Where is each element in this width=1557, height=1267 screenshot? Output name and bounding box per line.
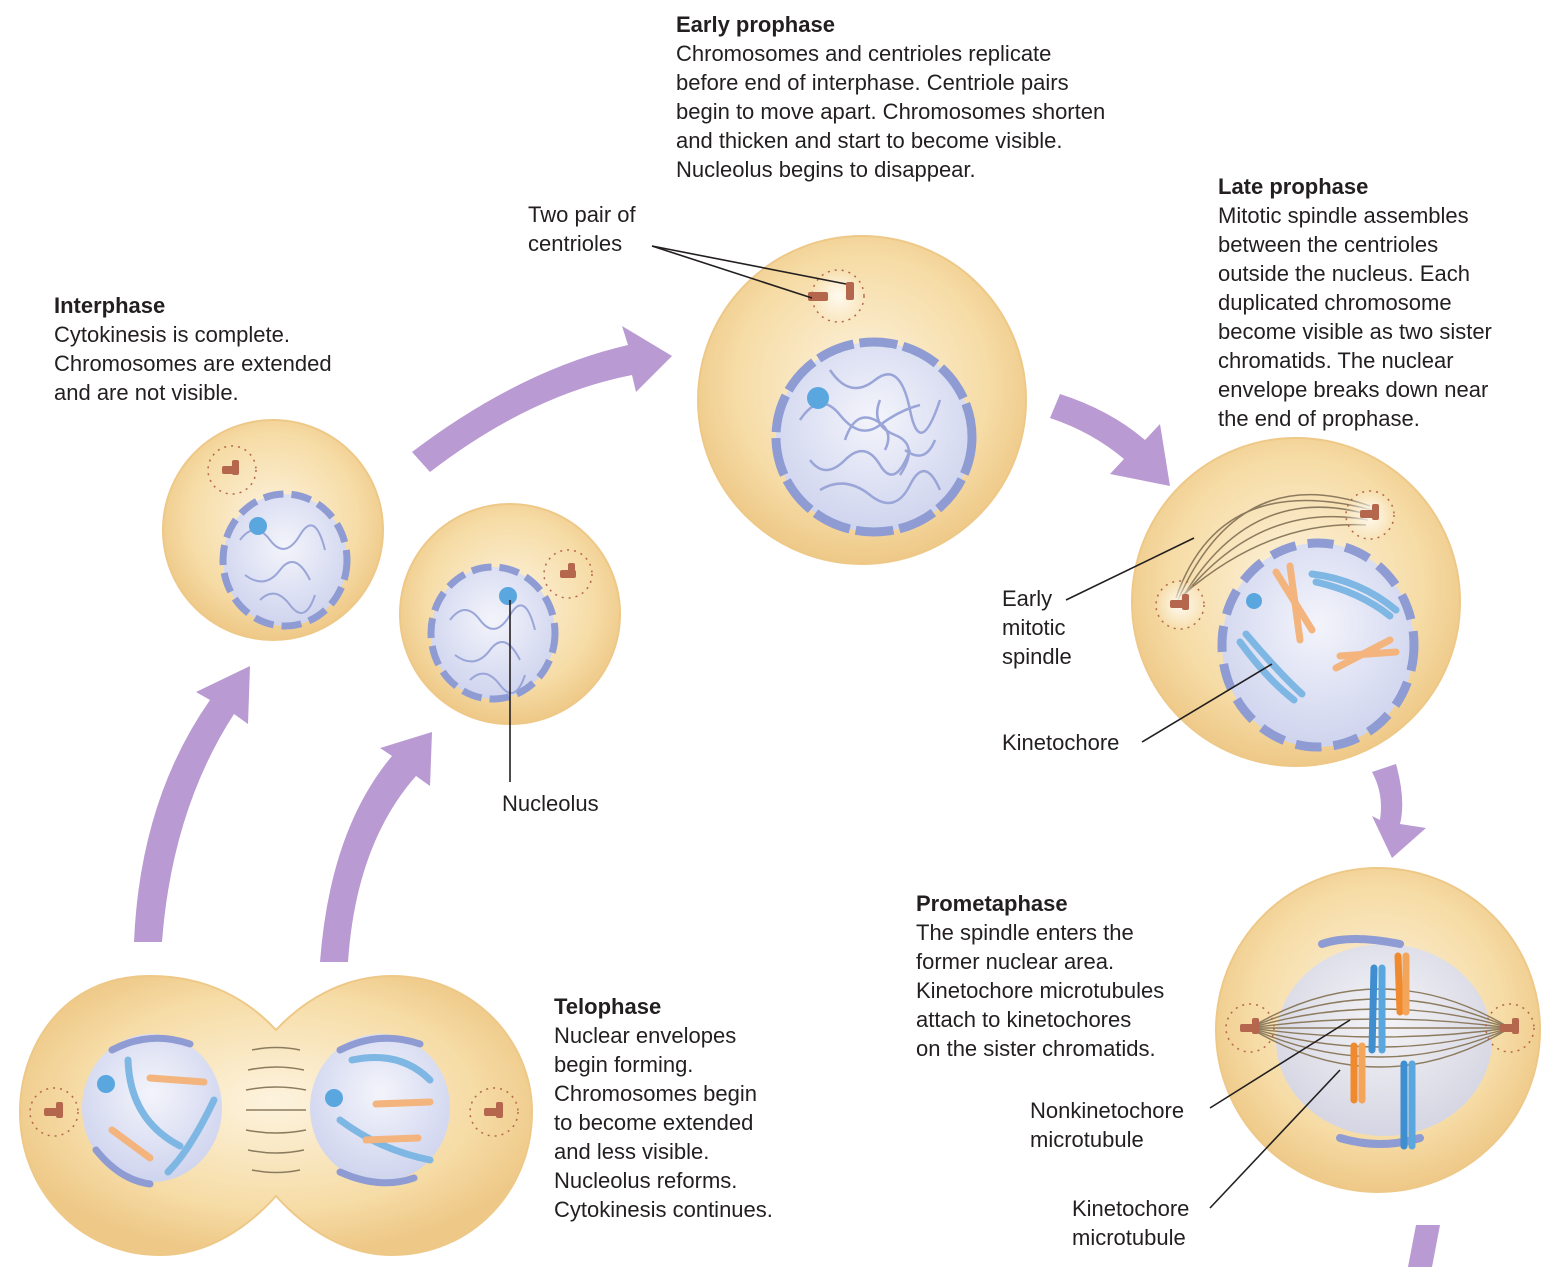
arrow-early-to-late-prophase (1050, 394, 1170, 486)
arrow-interphase-to-early-prophase (412, 326, 672, 472)
label-kinetochore: Kinetochore (1002, 728, 1119, 757)
late-prophase-line: become visible as two sister (1218, 317, 1492, 346)
telophase-cell (20, 976, 532, 1255)
early-prophase-title: Early prophase (676, 10, 1105, 39)
early-prophase-text: Early prophase Chromosomes and centriole… (676, 10, 1105, 184)
prometaphase-cell (1216, 868, 1540, 1192)
label-kinetochore-mt-line: microtubule (1072, 1223, 1189, 1252)
early-prophase-line: before end of interphase. Centriole pair… (676, 68, 1105, 97)
late-prophase-text: Late prophase Mitotic spindle assembles … (1218, 172, 1492, 433)
label-nucleolus: Nucleolus (502, 789, 599, 818)
label-centrioles-line: centrioles (528, 229, 636, 258)
late-prophase-line: the end of prophase. (1218, 404, 1492, 433)
telophase-line: Cytokinesis continues. (554, 1195, 773, 1224)
prometaphase-line: The spindle enters the (916, 918, 1164, 947)
prometaphase-text: Prometaphase The spindle enters the form… (916, 889, 1164, 1063)
nucleolus-icon (325, 1089, 343, 1107)
arrow-telophase-left-up (134, 666, 250, 942)
telophase-title: Telophase (554, 992, 773, 1021)
label-centrioles-line: Two pair of (528, 200, 636, 229)
late-prophase-line: between the centrioles (1218, 230, 1492, 259)
late-prophase-line: duplicated chromosome (1218, 288, 1492, 317)
arrow-late-prophase-to-prometaphase (1372, 764, 1426, 858)
telophase-text: Telophase Nuclear envelopes begin formin… (554, 992, 773, 1224)
prometaphase-line: attach to kinetochores (916, 1005, 1164, 1034)
telophase-line: begin forming. (554, 1050, 773, 1079)
telophase-line: Nucleolus reforms. (554, 1166, 773, 1195)
label-early-spindle-line: Early (1002, 584, 1072, 613)
telophase-line: Chromosomes begin (554, 1079, 773, 1108)
early-prophase-line: Chromosomes and centrioles replicate (676, 39, 1105, 68)
label-kinetochore-mt-line: Kinetochore (1072, 1194, 1189, 1223)
label-early-spindle: Early mitotic spindle (1002, 584, 1072, 671)
nucleolus-icon (499, 587, 517, 605)
early-prophase-cell (698, 236, 1026, 564)
arrow-prometaphase-down (1408, 1225, 1440, 1267)
late-prophase-line: chromatids. The nuclear (1218, 346, 1492, 375)
prometaphase-line: former nuclear area. (916, 947, 1164, 976)
label-kinetochore-text: Kinetochore (1002, 728, 1119, 757)
telophase-line: Nuclear envelopes (554, 1021, 773, 1050)
label-nucleolus-text: Nucleolus (502, 789, 599, 818)
label-early-spindle-line: mitotic (1002, 613, 1072, 642)
label-centrioles: Two pair of centrioles (528, 200, 636, 258)
label-nonkinetochore-mt: Nonkinetochore microtubule (1030, 1096, 1184, 1154)
early-prophase-line: begin to move apart. Chromosomes shorten (676, 97, 1105, 126)
prometaphase-line: Kinetochore microtubules (916, 976, 1164, 1005)
label-nonkinetochore-line: Nonkinetochore (1030, 1096, 1184, 1125)
interphase-cell-upper (163, 420, 383, 640)
label-nonkinetochore-line: microtubule (1030, 1125, 1184, 1154)
label-kinetochore-mt: Kinetochore microtubule (1072, 1194, 1189, 1252)
telophase-line: to become extended (554, 1108, 773, 1137)
late-prophase-title: Late prophase (1218, 172, 1492, 201)
interphase-title: Interphase (54, 291, 332, 320)
nucleolus-icon (249, 517, 267, 535)
interphase-line: Cytokinesis is complete. (54, 320, 332, 349)
nucleolus-icon (1246, 593, 1262, 609)
interphase-text: Interphase Cytokinesis is complete. Chro… (54, 291, 332, 407)
late-prophase-line: Mitotic spindle assembles (1218, 201, 1492, 230)
late-prophase-cell (1132, 438, 1460, 766)
nucleolus-icon (807, 387, 829, 409)
prometaphase-line: on the sister chromatids. (916, 1034, 1164, 1063)
prometaphase-title: Prometaphase (916, 889, 1164, 918)
late-prophase-line: envelope breaks down near (1218, 375, 1492, 404)
label-early-spindle-line: spindle (1002, 642, 1072, 671)
interphase-line: and are not visible. (54, 378, 332, 407)
arrow-telophase-right-up (320, 732, 432, 962)
telophase-line: and less visible. (554, 1137, 773, 1166)
interphase-line: Chromosomes are extended (54, 349, 332, 378)
early-prophase-line: and thicken and start to become visible. (676, 126, 1105, 155)
early-prophase-line: Nucleolus begins to disappear. (676, 155, 1105, 184)
nucleolus-icon (97, 1075, 115, 1093)
late-prophase-line: outside the nucleus. Each (1218, 259, 1492, 288)
